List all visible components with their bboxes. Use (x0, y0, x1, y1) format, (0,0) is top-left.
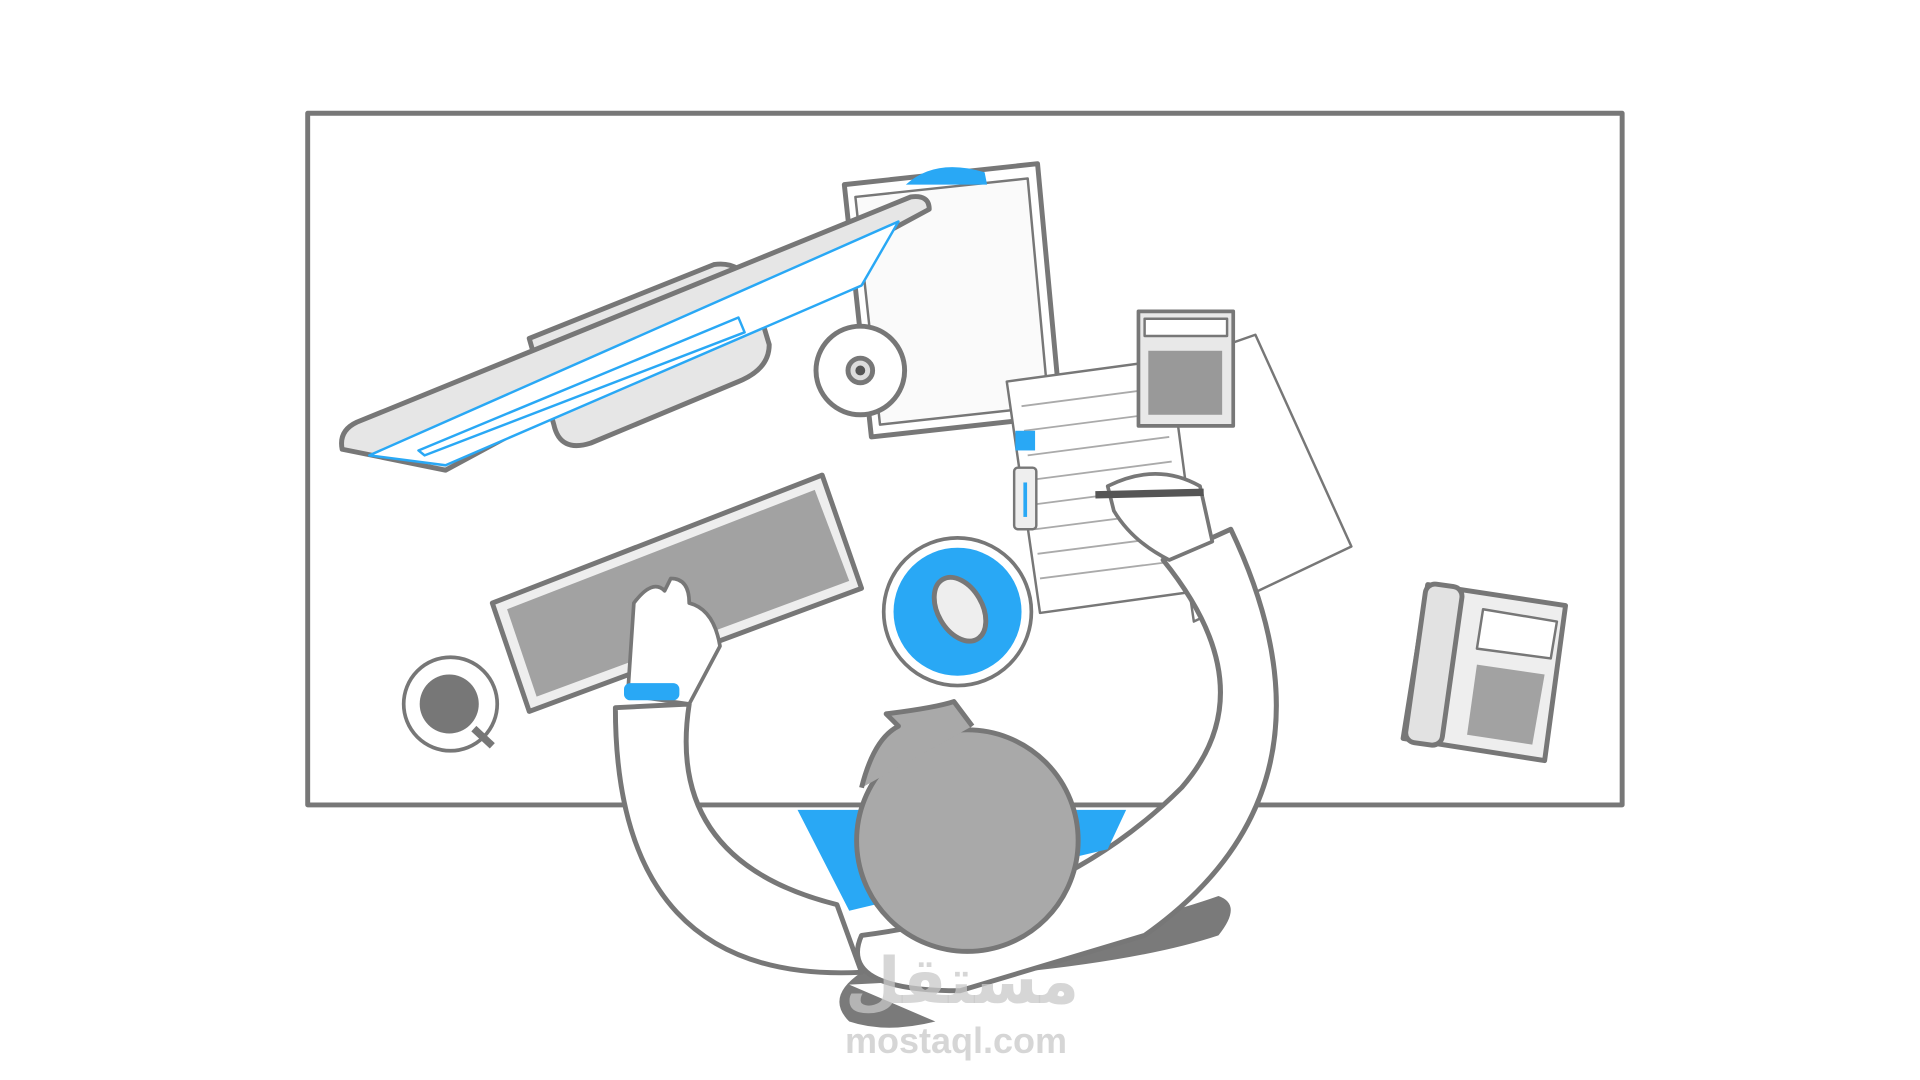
highlighter (1012, 430, 1038, 531)
left-arm (612, 701, 864, 976)
monitor (339, 194, 932, 473)
pen (1095, 488, 1204, 499)
cd-disc (813, 323, 908, 418)
watch (624, 683, 680, 701)
mouse-icon (931, 574, 989, 644)
right-arm (855, 526, 1279, 994)
head (854, 727, 1081, 954)
left-hand (625, 576, 722, 706)
calculator (1136, 309, 1236, 428)
mouse-pad (881, 536, 1034, 688)
coffee-cup (401, 655, 500, 753)
telephone (1400, 581, 1569, 764)
clip-icon (905, 167, 988, 185)
hair-tuft (859, 699, 975, 789)
person (612, 472, 1279, 994)
